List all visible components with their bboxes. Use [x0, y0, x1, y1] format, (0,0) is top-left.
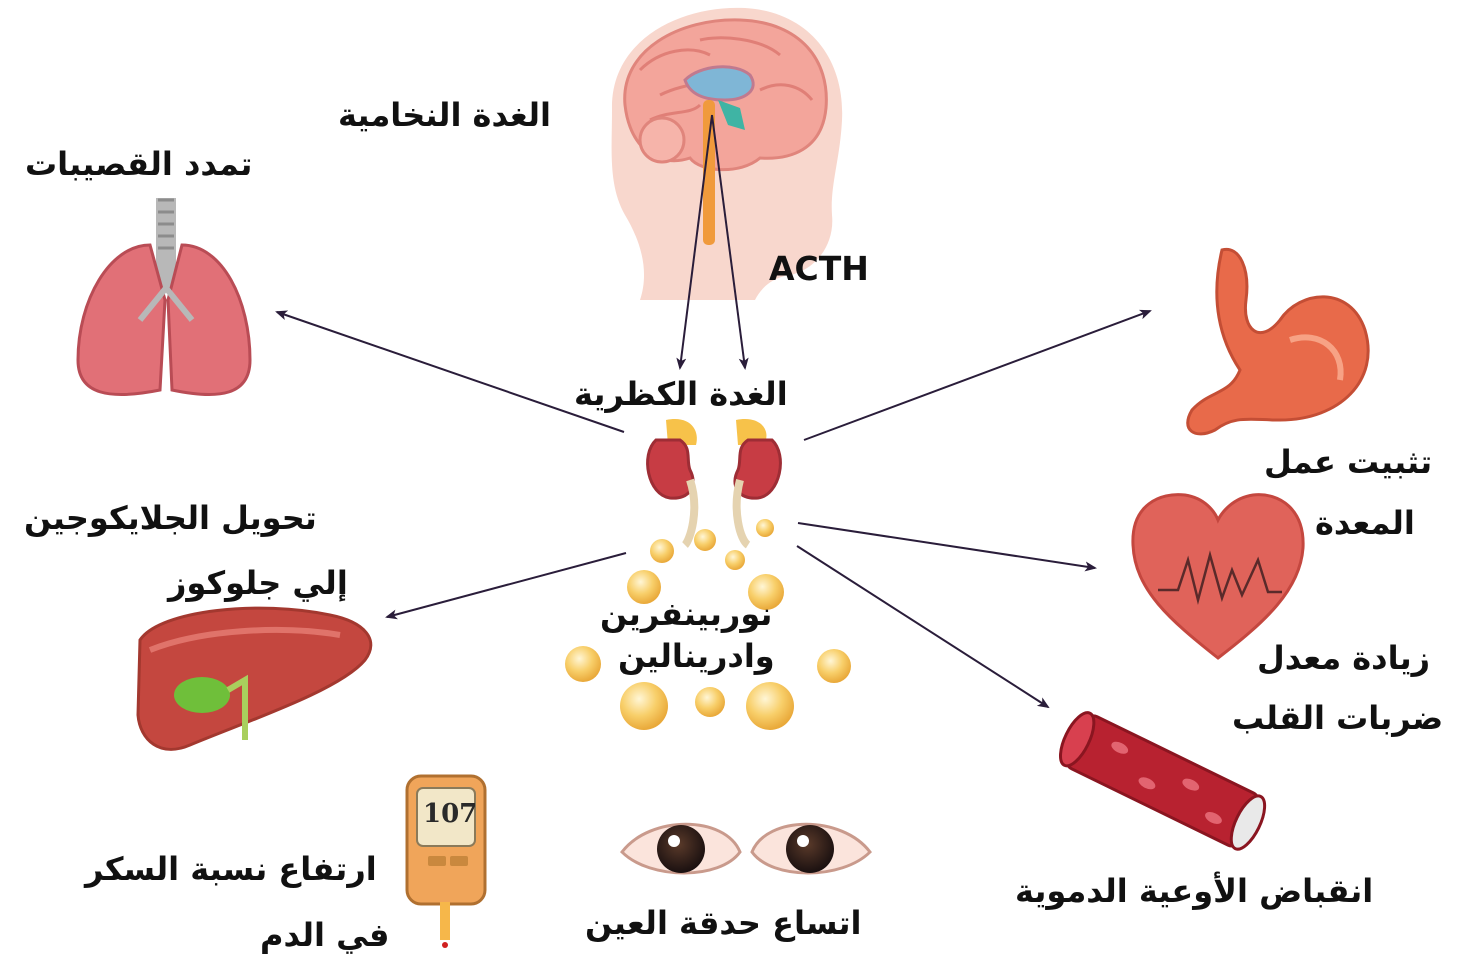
label-sugar-line1: ارتفاع نسبة السكر — [85, 851, 377, 888]
arrow-to-liver — [387, 553, 626, 617]
arrow-to-stomach — [804, 311, 1150, 440]
label-hormones-line2: وادرينالين — [618, 638, 775, 675]
label-glycogen-line1: تحويل الجلايكوجين — [24, 500, 317, 537]
label-pupil: اتساع حدقة العين — [585, 905, 862, 942]
label-heart-line1: زيادة معدل — [1257, 640, 1430, 677]
eyes-icon — [622, 824, 870, 873]
label-sugar-line2: في الدم — [260, 917, 389, 954]
glucometer-reading: 107 — [423, 800, 477, 830]
label-heart-line2: ضربات القلب — [1232, 700, 1443, 737]
label-glycogen-line2: إلي جلوكوز — [168, 565, 348, 602]
label-acth: ACTH — [769, 250, 869, 288]
label-pituitary: الغدة النخامية — [338, 97, 551, 134]
arrow-to-lungs — [277, 312, 624, 432]
heart-icon — [1133, 495, 1303, 658]
label-vessels: انقباض الأوعية الدموية — [1015, 873, 1373, 910]
label-hormones-line1: نوربينفرين — [600, 596, 772, 633]
lungs-icon — [78, 198, 250, 395]
label-adrenal: الغدة الكظرية — [574, 376, 788, 413]
label-stomach-line1: تثبيت عمل — [1264, 444, 1432, 481]
arrow-to-heart — [798, 523, 1095, 568]
stomach-icon — [1188, 249, 1368, 434]
liver-icon — [138, 608, 371, 749]
label-stomach-line2: المعدة — [1315, 505, 1415, 542]
label-bronchi: تمدد القصيبات — [25, 146, 252, 183]
